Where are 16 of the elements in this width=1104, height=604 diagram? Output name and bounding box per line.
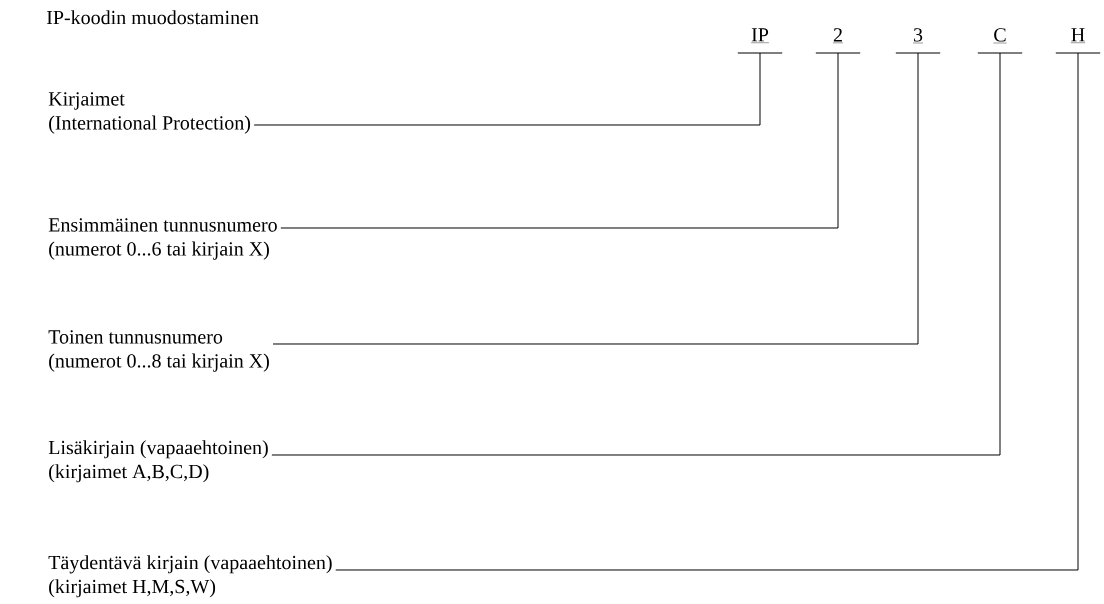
code-letter: 3 [895,28,941,54]
leader-line [335,52,1079,571]
code-letter: C [977,28,1023,54]
leader-line [271,52,1001,456]
description-text: Täydentävä kirjain (vapaaehtoinen) (kirjaimet H,M,S,W) [48,555,332,598]
description-text: Kirjaimet (International Protection) [48,92,251,134]
leader-line [253,52,761,126]
description-text: Lisäkirjain (vapaaehtoinen) (kirjaimet A,B,C,D) [48,440,268,483]
code-letter: H [1055,28,1101,54]
leader-line [272,52,919,345]
code-letter: 2 [815,28,861,54]
description-text: Toinen tunnusnumero (numerot 0...8 tai kirjain X) [48,330,269,372]
description-text: Ensimmäinen tunnusnumero (numerot 0...6 tai kirjain X) [48,218,277,260]
code-letter: IP [737,28,783,54]
title: IP-koodin muodostaminen [46,10,259,25]
leader-line [280,52,839,229]
